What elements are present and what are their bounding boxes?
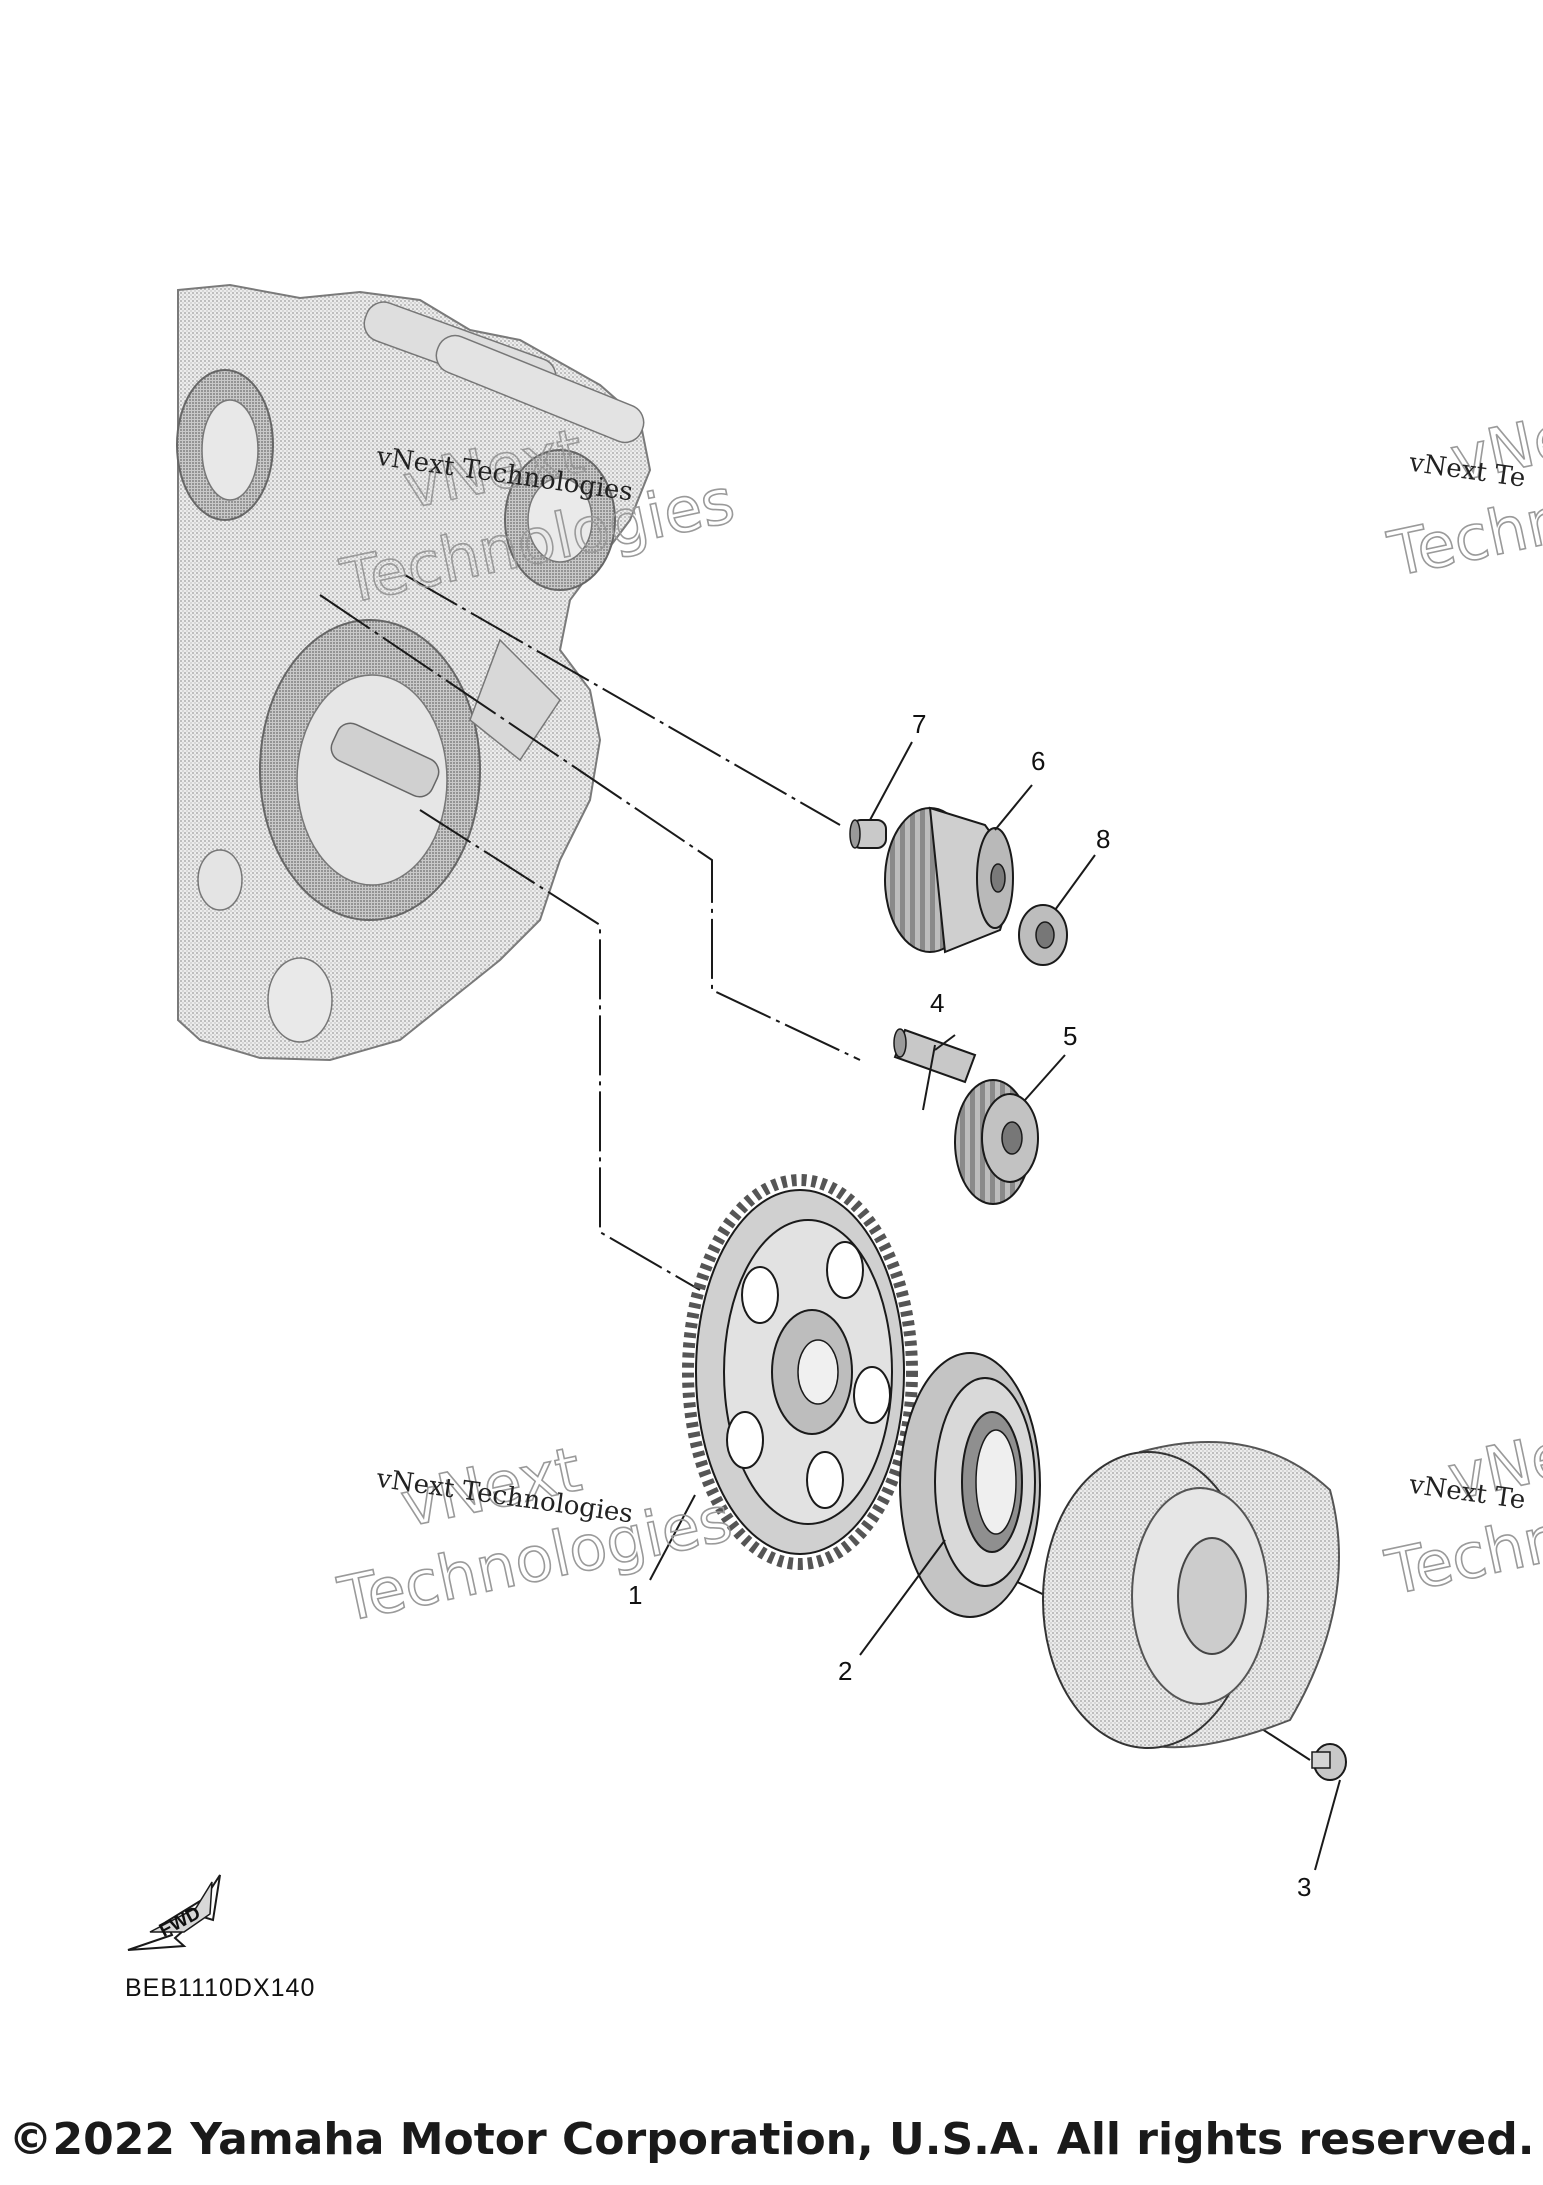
part-6-idler-gear <box>884 806 1014 954</box>
part-7-collar <box>849 819 887 849</box>
callout-5: 5 <box>1063 1021 1077 1051</box>
callout-4: 4 <box>930 988 944 1018</box>
callout-3: 3 <box>1297 1872 1311 1902</box>
part-1-starter-wheel-gear <box>682 1174 918 1570</box>
callout-1: 1 <box>628 1580 642 1610</box>
part-3-bolt <box>1311 1743 1347 1781</box>
part-2-one-way-clutch <box>899 1352 1041 1618</box>
part-5-small-gear <box>954 1079 1039 1205</box>
crankcase <box>176 283 652 1062</box>
diagram-code: BEB1110DX140 <box>125 1974 316 2002</box>
callout-numbers: 7 6 8 4 5 1 2 3 <box>628 709 1311 1902</box>
part-8-bearing <box>1018 904 1068 966</box>
fwd-arrow-icon: FWD <box>127 1874 221 1951</box>
callout-8: 8 <box>1096 824 1110 854</box>
callout-6: 6 <box>1031 746 1045 776</box>
callout-7: 7 <box>912 709 926 739</box>
callout-leaders <box>649 741 1341 1871</box>
fwd-label: FWD <box>156 1903 204 1942</box>
part-4-shaft <box>893 1028 977 1084</box>
callout-2: 2 <box>838 1656 852 1686</box>
copyright-notice: ©2022 Yamaha Motor Corporation, U.S.A. A… <box>8 2114 1535 2165</box>
rotor-flywheel <box>1042 1441 1340 1749</box>
